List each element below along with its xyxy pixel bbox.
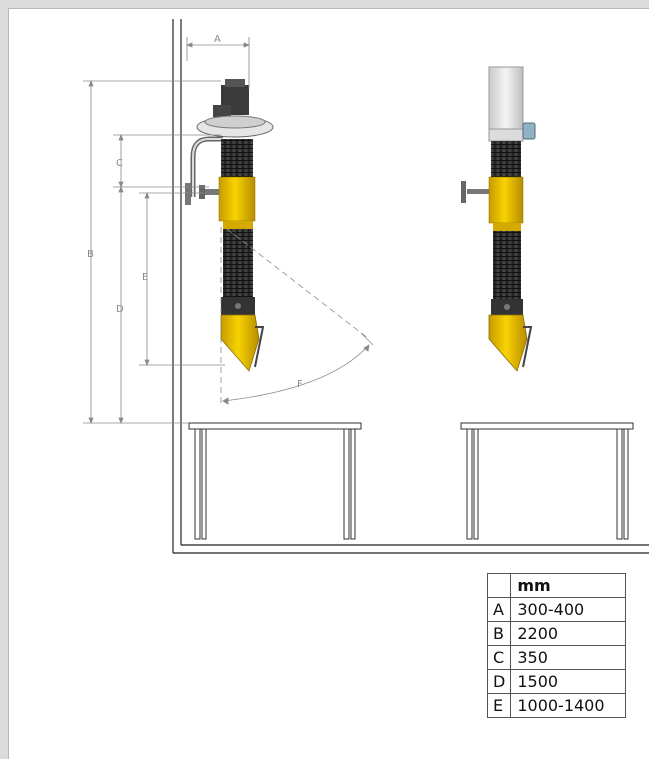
table-row: B 2200 [486, 621, 627, 646]
table-cell-key: D [486, 669, 512, 694]
table-header-row: mm [486, 573, 627, 598]
table-row: C 350 [486, 645, 627, 670]
table-cell-value: 300-400 [510, 597, 627, 622]
dimension-label-c: C [116, 158, 123, 169]
dimension-label-e: E [142, 272, 148, 283]
table-row: E 1000-1400 [486, 693, 627, 718]
dimension-label-b: B [87, 249, 94, 260]
table-cell-key: E [486, 693, 512, 718]
table-cell-key: C [486, 645, 512, 670]
table-row: A 300-400 [486, 597, 627, 622]
work-table-right [460, 422, 634, 540]
dimension-label-a: A [214, 34, 221, 45]
table-header-unit: mm [510, 573, 627, 598]
dimension-label-d: D [116, 304, 124, 315]
dimension-label-f: F [297, 379, 303, 390]
table-cell-key: B [486, 621, 512, 646]
dimension-lines [83, 37, 374, 425]
extraction-arm-wall-mounted [185, 79, 274, 372]
table-row: D 1500 [486, 669, 627, 694]
technical-drawing: A B C D E F [83, 19, 649, 554]
dimensions-table: mm A 300-400 B 2200 C 350 D 1500 E 1000- [486, 573, 627, 718]
table-cell-key: A [486, 597, 512, 622]
drawing-sheet: A B C D E F mm A 300-400 B 2200 C 350 [8, 8, 649, 759]
extraction-arm-ducted [461, 66, 536, 372]
work-table-left [188, 422, 362, 540]
table-header-blank [486, 573, 512, 598]
table-cell-value: 350 [510, 645, 627, 670]
table-cell-value: 2200 [510, 621, 627, 646]
table-cell-value: 1000-1400 [510, 693, 627, 718]
table-cell-value: 1500 [510, 669, 627, 694]
wall-and-floor [172, 19, 649, 554]
